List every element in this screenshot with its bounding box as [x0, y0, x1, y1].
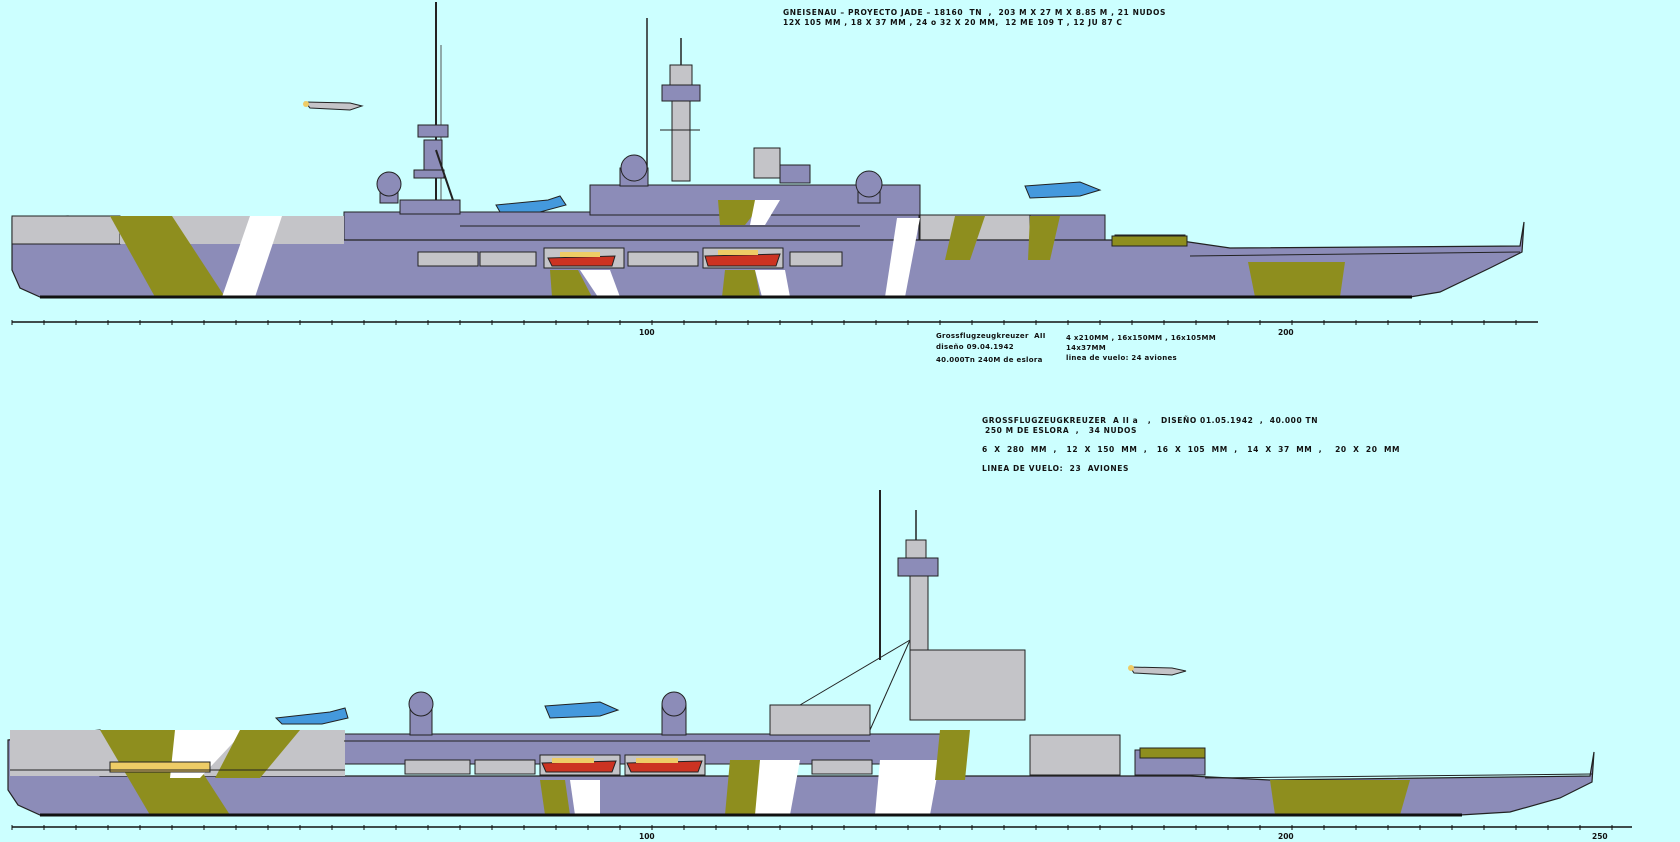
ship1-header-line1: GNEISENAU – PROYECTO JADE – 18160 TN , 2…: [783, 8, 1166, 17]
ship1-boats: [547, 250, 781, 267]
ship2-header-line2: 250 M DE ESLORA , 34 NUDOS: [985, 426, 1138, 435]
ship2-header-line3: 6 X 280 MM , 12 X 150 MM , 16 X 105 MM ,…: [982, 445, 1401, 454]
ship2-hull: [7, 729, 1595, 816]
ship1-aircraft: [303, 101, 1102, 213]
ship2-scale-label-250: 250: [1592, 832, 1608, 841]
ship2-info-left-line2: diseño 09.04.1942: [936, 343, 1014, 351]
ship1-scale-ruler: 100 200: [12, 321, 1538, 337]
ship2-scale-label-200: 200: [1278, 832, 1294, 841]
ship1-superstructure: [343, 211, 920, 241]
ship2-info-right-line3: linea de vuelo: 24 aviones: [1066, 354, 1177, 362]
ship1-mast-main: [646, 18, 811, 185]
ship1-hull: [11, 215, 1525, 298]
ship2-info-left-line1: Grossflugzeugkreuzer AII: [936, 332, 1046, 340]
ship2-info-left-line3: 40.000Tn 240M de eslora: [936, 356, 1043, 364]
ship2-header-line1: GROSSFLUGZEUGKREUZER A II a , DISEÑO 01.…: [982, 416, 1319, 425]
ship2-boats: [109, 758, 703, 773]
ship2-mast: [799, 490, 1026, 731]
ship2-superstructure: [343, 733, 965, 765]
ship1-header-line2: 12X 105 MM , 18 X 37 MM , 24 o 32 X 20 M…: [783, 18, 1123, 27]
ship2-domes: [408, 691, 687, 736]
ship2-info-right-line1: 4 x210MM , 16x150MM , 16x105MM: [1066, 334, 1217, 342]
ship2-header-line4: LINEA DE VUELO: 23 AVIONES: [982, 464, 1129, 473]
ship2-scale-ruler: 100 200 250: [12, 826, 1632, 841]
ship1-scale-label-100: 100: [639, 328, 655, 337]
ship2-scale-label-100: 100: [639, 832, 655, 841]
ship2-aircraft: [274, 665, 1187, 725]
ship1-domes: [376, 154, 883, 204]
ship1-scale-label-200: 200: [1278, 328, 1294, 337]
ship2-info-right-line2: 14x37MM: [1066, 344, 1107, 352]
ship1-mast-fore: [413, 2, 459, 216]
